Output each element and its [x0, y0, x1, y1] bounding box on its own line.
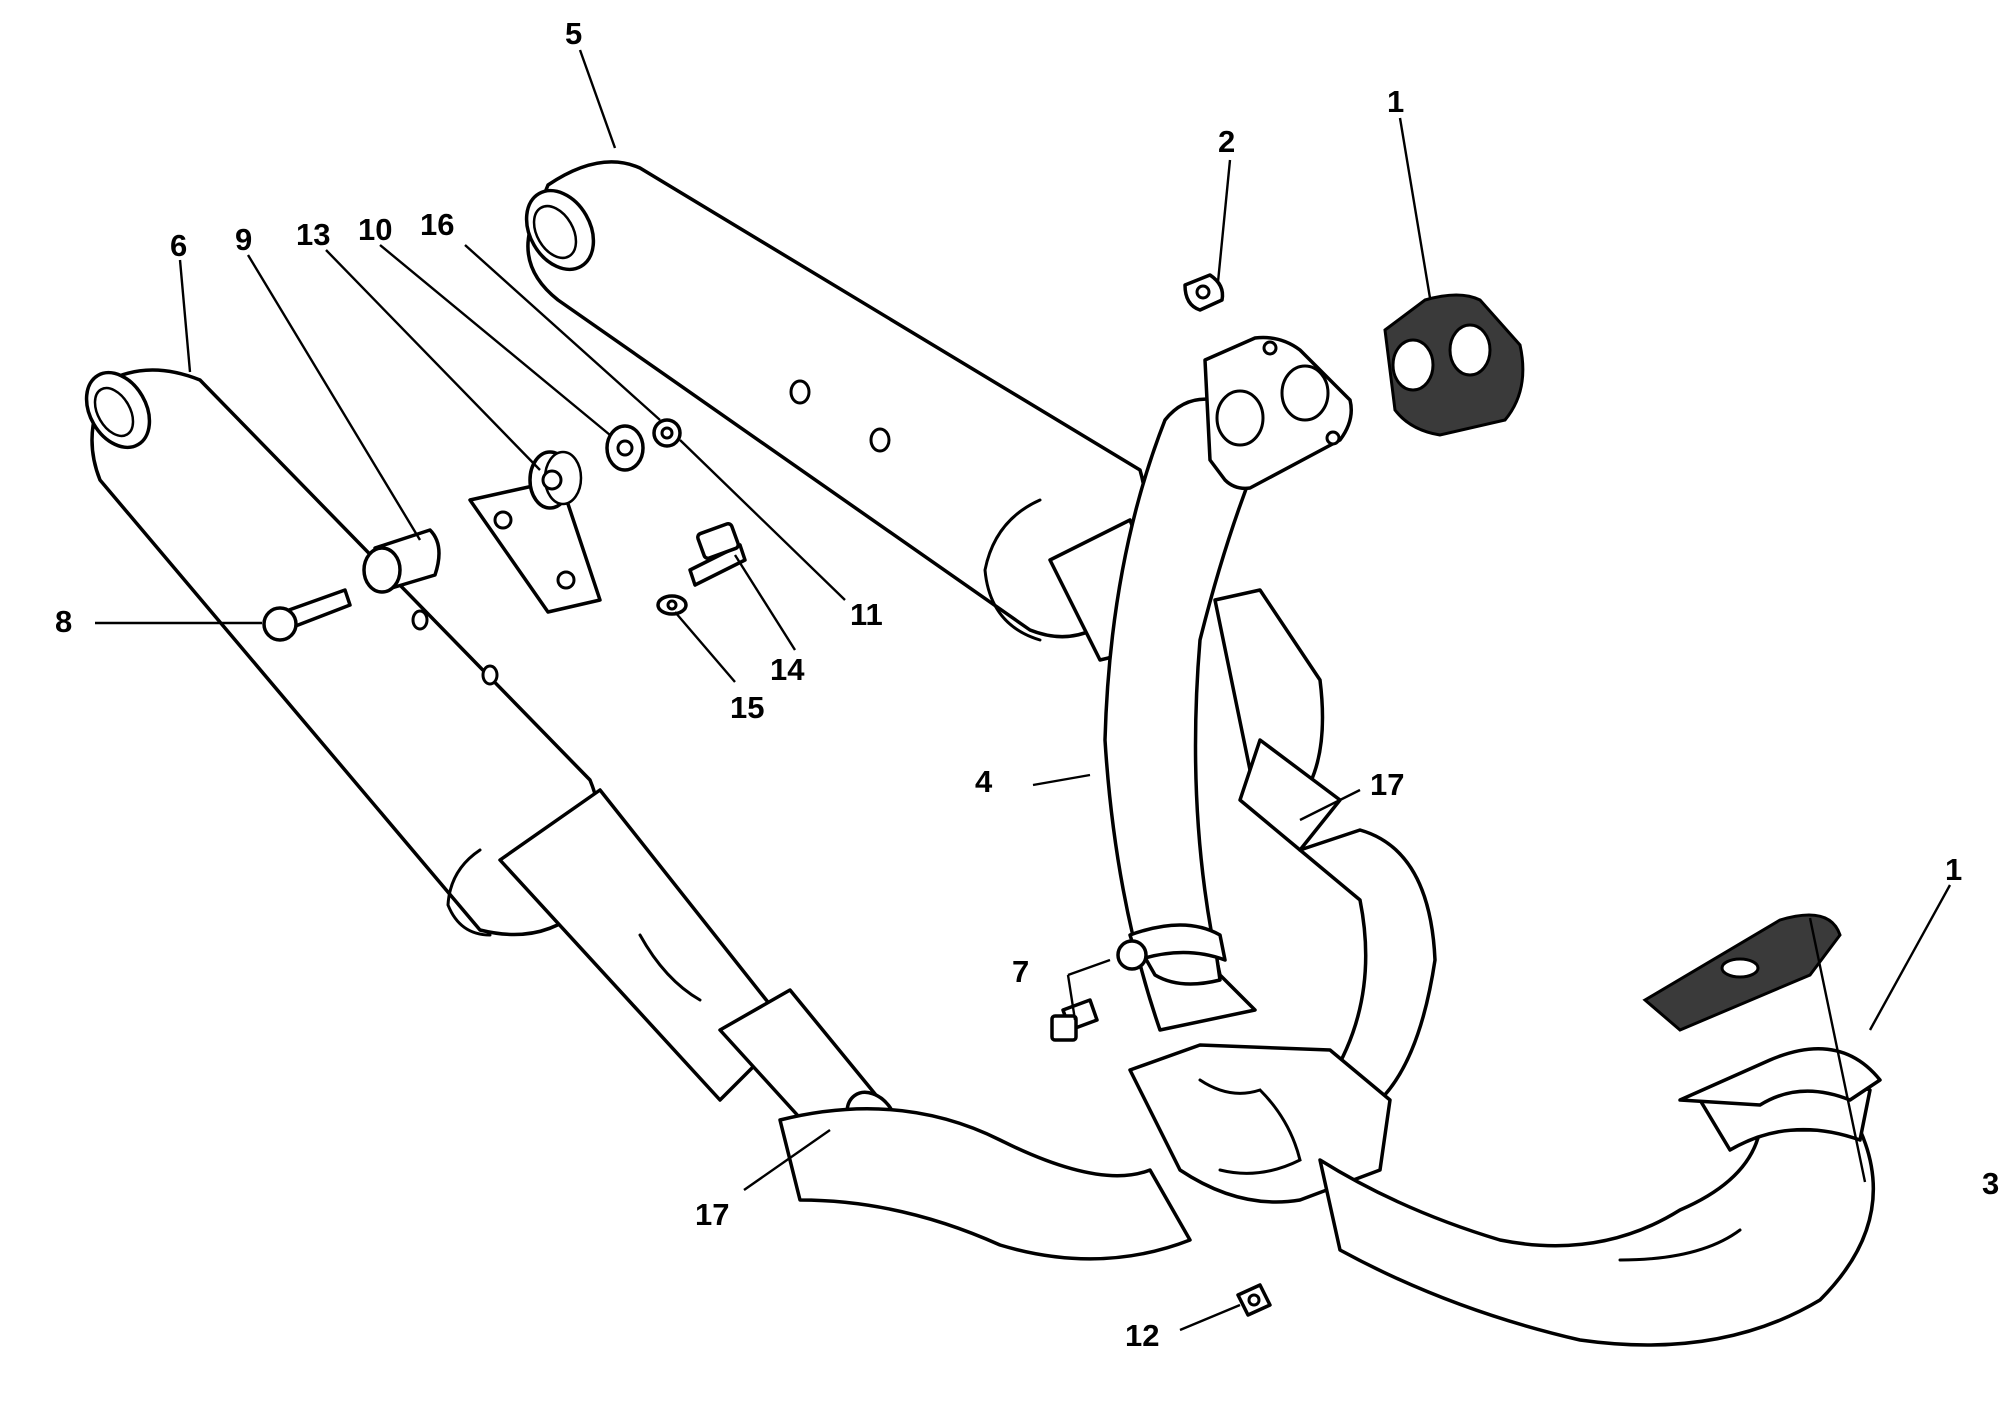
flange-gaskets [1383, 293, 1842, 1032]
header-pipes [778, 335, 1882, 1347]
pipe-clamp [1050, 923, 1227, 1042]
callout-13: 13 [296, 217, 330, 252]
callout-4: 4 [975, 764, 993, 799]
mounting-hardware [262, 418, 747, 642]
lower-muffler [84, 368, 899, 1150]
callout-17-left: 17 [695, 1197, 729, 1232]
small-nuts [1183, 273, 1272, 1317]
callout-1-lower: 1 [1945, 852, 1962, 887]
callout-16: 16 [420, 207, 454, 242]
callout-1-upper: 1 [1387, 84, 1404, 119]
upper-muffler [524, 160, 1162, 662]
callout-14: 14 [770, 652, 805, 687]
callout-6: 6 [170, 228, 187, 263]
callout-11: 11 [850, 597, 883, 632]
callout-8: 8 [55, 604, 72, 639]
callout-3: 3 [1982, 1166, 1999, 1201]
callout-12: 12 [1125, 1318, 1159, 1353]
leader-lines [95, 49, 1952, 1332]
callout-9: 9 [235, 222, 252, 257]
callout-10: 10 [358, 212, 392, 247]
callout-2: 2 [1218, 124, 1235, 159]
callout-15: 15 [730, 690, 764, 725]
callout-7: 7 [1012, 954, 1029, 989]
callout-labels: 1 1 2 3 4 5 6 7 8 9 10 11 12 13 14 15 16… [55, 16, 1999, 1353]
callout-5: 5 [565, 16, 582, 51]
callout-17-right: 17 [1370, 767, 1404, 802]
